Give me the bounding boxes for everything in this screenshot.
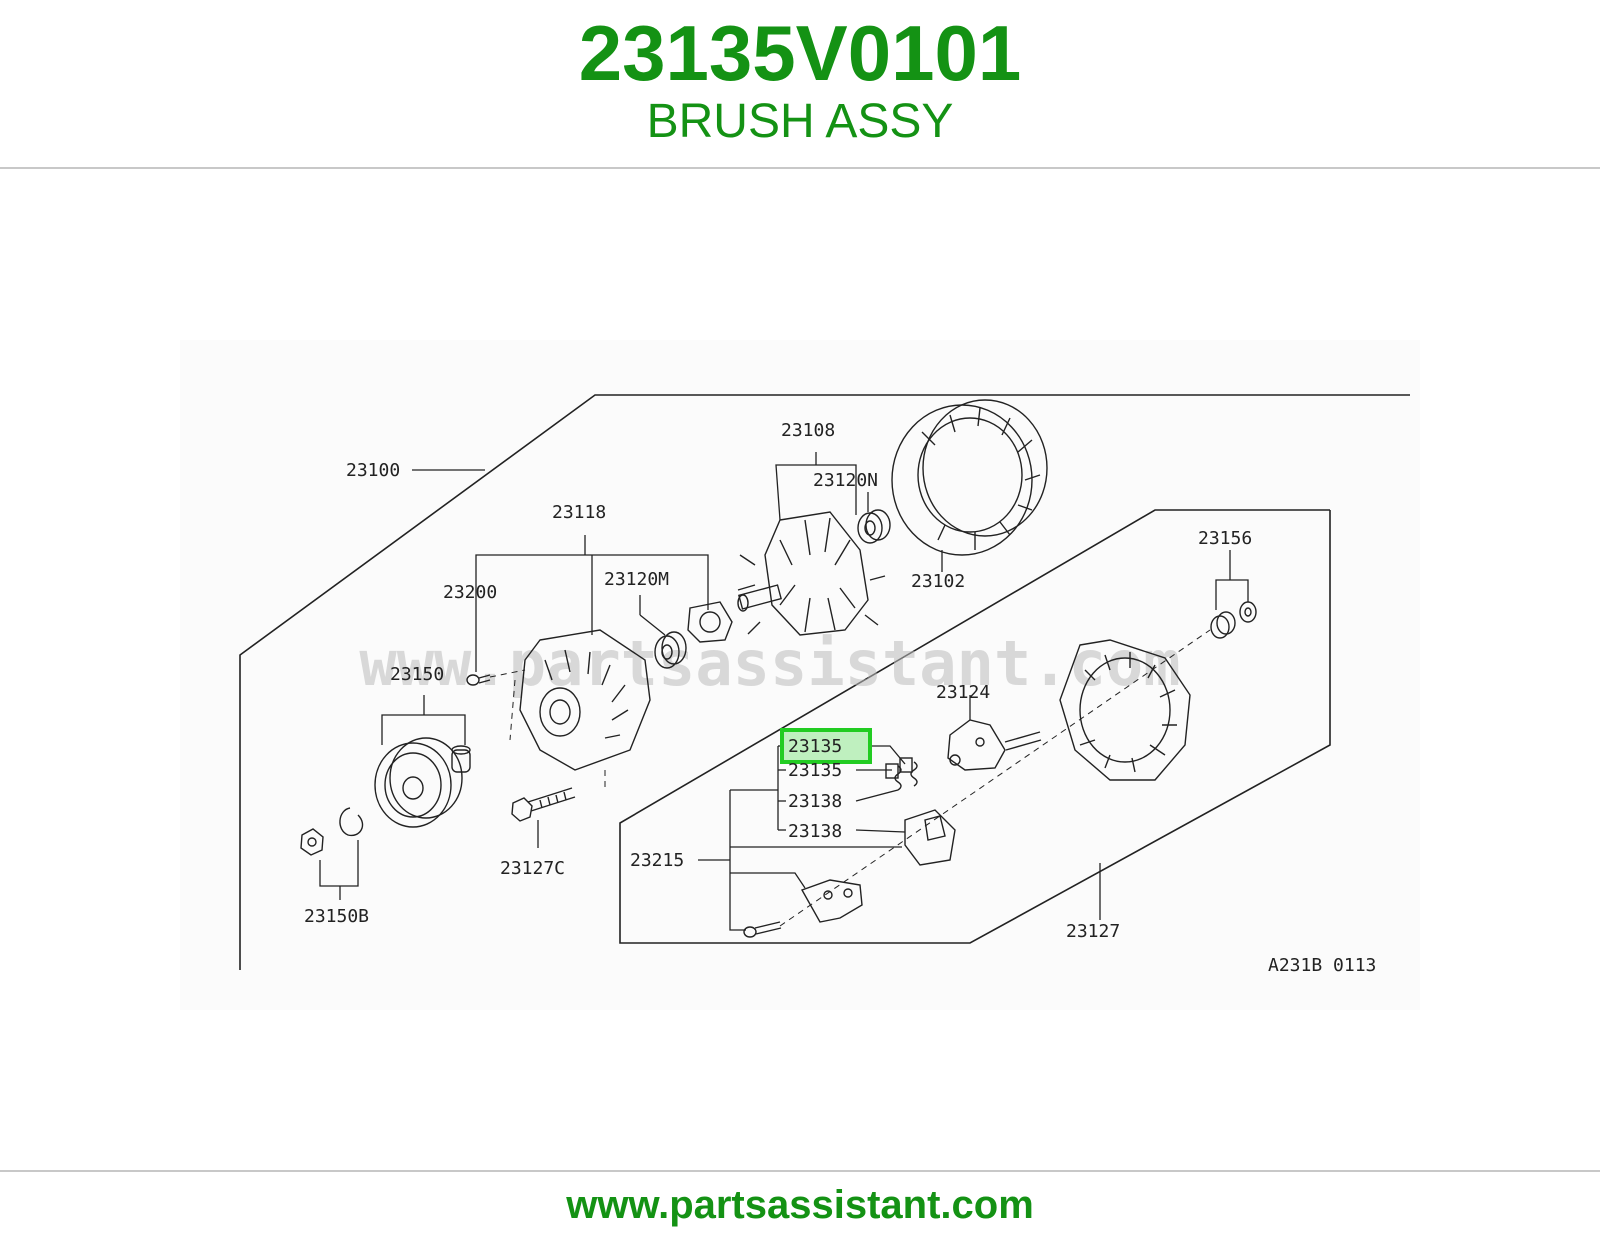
rear-frame [619, 509, 1331, 944]
rotor-part [737, 511, 886, 636]
through-bolt-part [511, 787, 576, 822]
spring-part [894, 761, 918, 791]
label-23138-upper[interactable]: 23138 [788, 791, 842, 812]
part-number: 23135V0101 [578, 9, 1022, 97]
label-23138-lower[interactable]: 23138 [788, 821, 842, 842]
highlight-box [780, 728, 872, 764]
screw-part [466, 674, 491, 686]
diagram-background [180, 340, 1420, 1010]
part-name: BRUSH ASSY [646, 95, 954, 148]
footer-divider [0, 1170, 1600, 1172]
nut-part [300, 828, 324, 856]
header-divider [0, 167, 1600, 169]
brush-part [885, 757, 913, 779]
exploded-parts-diagram: www.partsassistant.com [180, 340, 1420, 1010]
stator-part [891, 399, 1048, 556]
label-23120N[interactable]: 23120N [813, 470, 878, 491]
label-23135-highlighted[interactable]: 23135 [788, 736, 842, 757]
spacer-part [451, 745, 471, 773]
washer-part [339, 807, 364, 837]
retainer-plate-part [687, 601, 733, 643]
label-23135[interactable]: 23135 [788, 760, 842, 781]
regulator-part [947, 719, 1042, 771]
label-23100[interactable]: 23100 [346, 460, 400, 481]
pulley-part [374, 737, 463, 828]
label-23127[interactable]: 23127 [1066, 921, 1120, 942]
header: 23135V0101 BRUSH ASSY [0, 0, 1600, 168]
watermark-text: www.partsassistant.com [359, 627, 1180, 700]
label-23127C[interactable]: 23127C [500, 858, 565, 879]
outer-frame [239, 394, 1410, 970]
small-bolt-part [743, 921, 782, 938]
rear-bearing-part [857, 509, 891, 544]
label-23215[interactable]: 23215 [630, 850, 684, 871]
leader-lines [319, 452, 1249, 931]
figure-code: A231B 0113 [1268, 955, 1376, 976]
assembly-axis-lines [489, 629, 1211, 927]
label-23108[interactable]: 23108 [781, 420, 835, 441]
label-23150B[interactable]: 23150B [304, 906, 369, 927]
label-23200[interactable]: 23200 [443, 582, 497, 603]
label-23150[interactable]: 23150 [390, 664, 444, 685]
label-23118[interactable]: 23118 [552, 502, 606, 523]
label-23120M[interactable]: 23120M [604, 569, 669, 590]
footer-website-link[interactable]: www.partsassistant.com [566, 1183, 1034, 1227]
brush-holder-part [904, 809, 956, 866]
front-bearing-part [654, 631, 687, 669]
front-housing-part [519, 629, 651, 771]
rear-housing-part [1059, 639, 1191, 781]
label-23102[interactable]: 23102 [911, 571, 965, 592]
label-23156[interactable]: 23156 [1198, 528, 1252, 549]
terminal-bracket-part [800, 879, 863, 923]
label-23124[interactable]: 23124 [936, 682, 990, 703]
